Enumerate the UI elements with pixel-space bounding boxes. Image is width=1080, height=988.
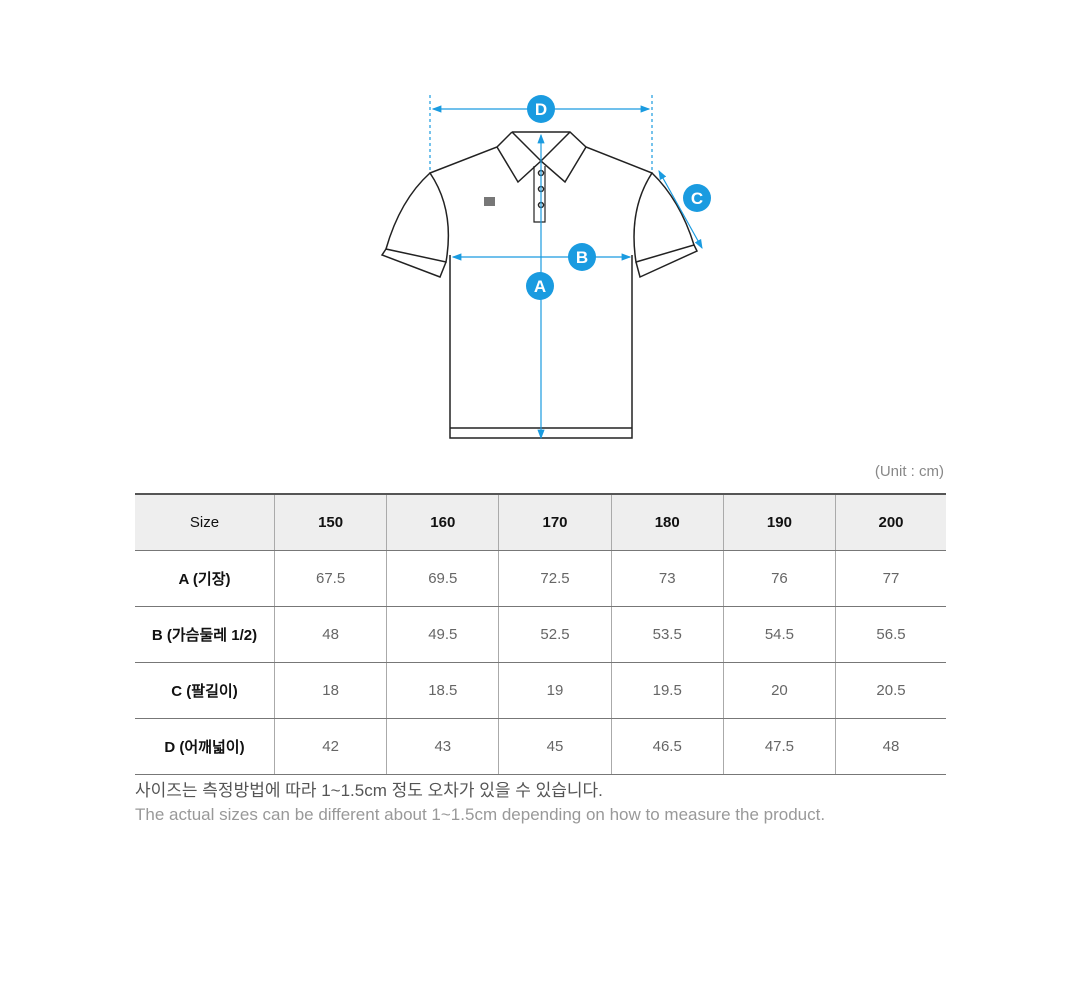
value-cell: 18.5 bbox=[386, 662, 499, 719]
header-cell: Size bbox=[135, 494, 275, 551]
polo-shirt-measurement-diagram: D C B A bbox=[380, 95, 711, 440]
value-cell: 20 bbox=[722, 662, 836, 719]
value-cell: 20.5 bbox=[835, 662, 946, 719]
note-english: The actual sizes can be different about … bbox=[135, 805, 826, 824]
value-cell: 73 bbox=[610, 550, 724, 607]
svg-text:B: B bbox=[576, 248, 588, 267]
svg-text:D: D bbox=[535, 100, 547, 119]
value-cell: 18 bbox=[273, 662, 387, 719]
value-cell: 54.5 bbox=[722, 606, 836, 663]
value-cell: 45 bbox=[498, 718, 612, 775]
header-cell: 200 bbox=[835, 494, 946, 551]
value-cell: 42 bbox=[273, 718, 387, 775]
logo-icon bbox=[484, 197, 495, 206]
header-cell: 190 bbox=[722, 494, 836, 551]
header-cell: 170 bbox=[498, 494, 612, 551]
value-cell: 47.5 bbox=[722, 718, 836, 775]
value-cell: 77 bbox=[835, 550, 946, 607]
row-label: B (가슴둘레 1/2) bbox=[135, 606, 275, 663]
value-cell: 76 bbox=[722, 550, 836, 607]
badge-b: B bbox=[568, 243, 596, 271]
svg-text:C: C bbox=[691, 189, 703, 208]
badge-a: A bbox=[526, 272, 554, 300]
value-cell: 52.5 bbox=[498, 606, 612, 663]
value-cell: 49.5 bbox=[386, 606, 499, 663]
value-cell: 67.5 bbox=[273, 550, 387, 607]
value-cell: 48 bbox=[273, 606, 387, 663]
value-cell: 19 bbox=[498, 662, 612, 719]
badge-c: C bbox=[683, 184, 711, 212]
value-cell: 19.5 bbox=[610, 662, 724, 719]
header-cell: 160 bbox=[386, 494, 499, 551]
row-label: A (기장) bbox=[135, 550, 275, 607]
header-cell: 150 bbox=[273, 494, 387, 551]
value-cell: 43 bbox=[386, 718, 499, 775]
table-header-row: Size 150 160 170 180 190 200 bbox=[135, 494, 946, 551]
unit-label: (Unit : cm) bbox=[874, 463, 944, 480]
value-cell: 48 bbox=[835, 718, 946, 775]
header-cell: 180 bbox=[610, 494, 724, 551]
value-cell: 56.5 bbox=[835, 606, 946, 663]
row-label: C (팔길이) bbox=[135, 662, 275, 719]
svg-text:A: A bbox=[534, 277, 546, 296]
value-cell: 69.5 bbox=[386, 550, 499, 607]
measure-lines bbox=[429, 95, 703, 440]
badge-d: D bbox=[527, 95, 555, 123]
value-cell: 72.5 bbox=[498, 550, 612, 607]
value-cell: 46.5 bbox=[610, 718, 724, 775]
value-cell: 53.5 bbox=[610, 606, 724, 663]
note-korean: 사이즈는 측정방법에 따라 1~1.5cm 정도 오차가 있을 수 있습니다. bbox=[135, 781, 603, 800]
row-label: D (어깨넓이) bbox=[135, 718, 275, 775]
